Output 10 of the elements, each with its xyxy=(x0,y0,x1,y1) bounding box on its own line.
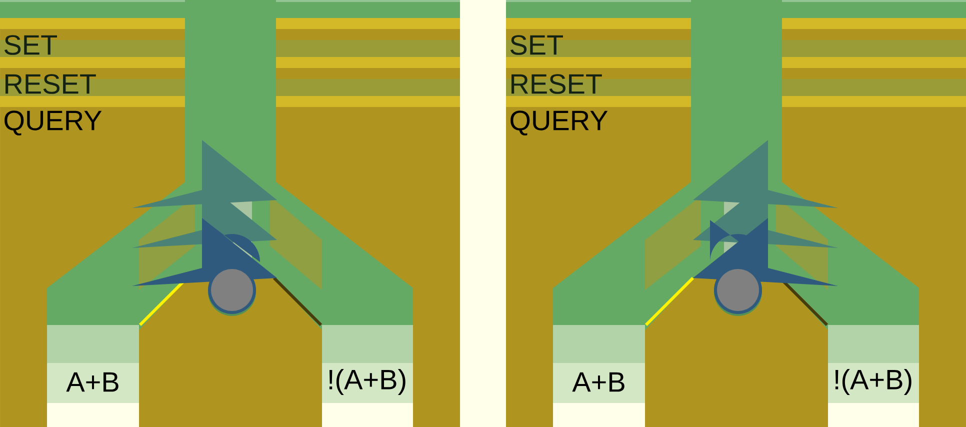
signal-label: !(A+B) xyxy=(329,368,406,396)
signal-label: QUERY xyxy=(510,110,608,136)
signal-label: A+B xyxy=(572,372,624,392)
signal-label: A+B xyxy=(66,372,118,392)
signal-label: RESET xyxy=(512,74,602,94)
signal-label: SET xyxy=(510,35,563,55)
signal-label: !(A+B) xyxy=(835,368,912,396)
signal-label: QUERY xyxy=(4,110,102,136)
signal-label: SET xyxy=(4,35,58,55)
signal-label: RESET xyxy=(6,74,96,94)
